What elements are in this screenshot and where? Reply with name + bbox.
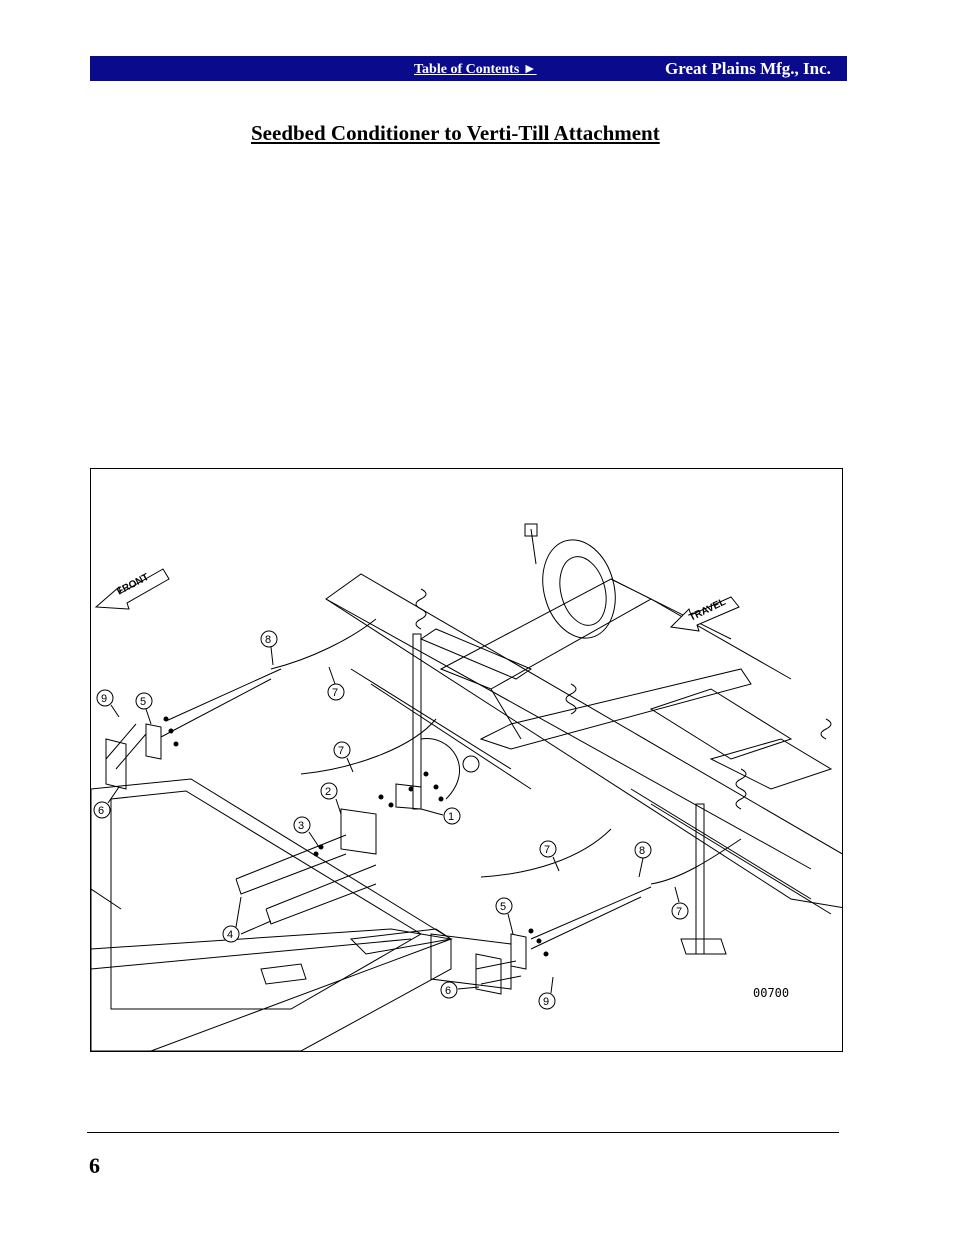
svg-text:5: 5: [500, 901, 506, 913]
svg-text:5: 5: [140, 696, 146, 708]
wheel: [524, 523, 616, 639]
svg-text:1: 1: [448, 811, 454, 823]
u-bolts: [105, 723, 522, 985]
callout-7d: 7: [671, 886, 689, 920]
fasteners: [163, 716, 549, 957]
callout-5a: 5: [135, 692, 153, 725]
svg-text:9: 9: [543, 996, 549, 1008]
page-title: Seedbed Conditioner to Verti-Till Attach…: [251, 121, 660, 145]
callout-2: 2: [320, 782, 342, 815]
svg-text:6: 6: [445, 985, 451, 997]
callout-7b: 7: [333, 741, 354, 773]
callout-6b: 6: [440, 981, 480, 999]
svg-text:4: 4: [227, 929, 233, 941]
page-number: 6: [89, 1153, 100, 1178]
svg-text:3: 3: [298, 820, 304, 832]
svg-text:8: 8: [639, 845, 645, 857]
svg-text:7: 7: [332, 687, 338, 699]
callout-9a: 9: [96, 689, 120, 718]
rear-frame: [325, 573, 842, 915]
front-arrow: FRONT: [94, 568, 170, 610]
callout-6a: 6: [93, 786, 120, 819]
svg-text:2: 2: [325, 786, 331, 798]
callout-7c: 7: [539, 840, 560, 872]
hoses: [160, 618, 742, 950]
table-of-contents-link[interactable]: Table of Contents ►: [414, 62, 537, 77]
company-name: Great Plains Mfg., Inc.: [665, 59, 831, 78]
hitch-ring: [462, 755, 480, 773]
callout-3: 3: [293, 816, 320, 848]
callout-5b: 5: [495, 897, 514, 935]
svg-text:7: 7: [544, 844, 550, 856]
front-frame: [91, 778, 512, 1051]
svg-text:7: 7: [676, 906, 682, 918]
assembly-diagram: FRONT TRAVEL 1 2 3 4 5 5 6 6 7 7 7 7 8 8…: [90, 468, 843, 1052]
figure-id: 00700: [753, 986, 789, 1000]
callout-1: 1: [420, 807, 461, 825]
springs: [415, 588, 832, 810]
svg-text:9: 9: [101, 693, 107, 705]
callout-8a: 8: [260, 630, 278, 666]
callouts: 1 2 3 4 5 5 6 6 7 7 7 7 8 8 9 9: [93, 630, 689, 1010]
footer-rule: [87, 1132, 839, 1133]
callout-8b: 8: [634, 841, 652, 878]
diagram-svg: FRONT TRAVEL 1 2 3 4 5 5 6 6 7 7 7 7 8 8…: [91, 523, 842, 1051]
header-bar: [90, 56, 847, 81]
svg-text:7: 7: [338, 745, 344, 757]
svg-text:8: 8: [265, 634, 271, 646]
callout-4: 4: [222, 896, 272, 943]
callout-7a: 7: [327, 666, 345, 701]
svg-text:6: 6: [98, 805, 104, 817]
callout-9b: 9: [538, 976, 556, 1010]
